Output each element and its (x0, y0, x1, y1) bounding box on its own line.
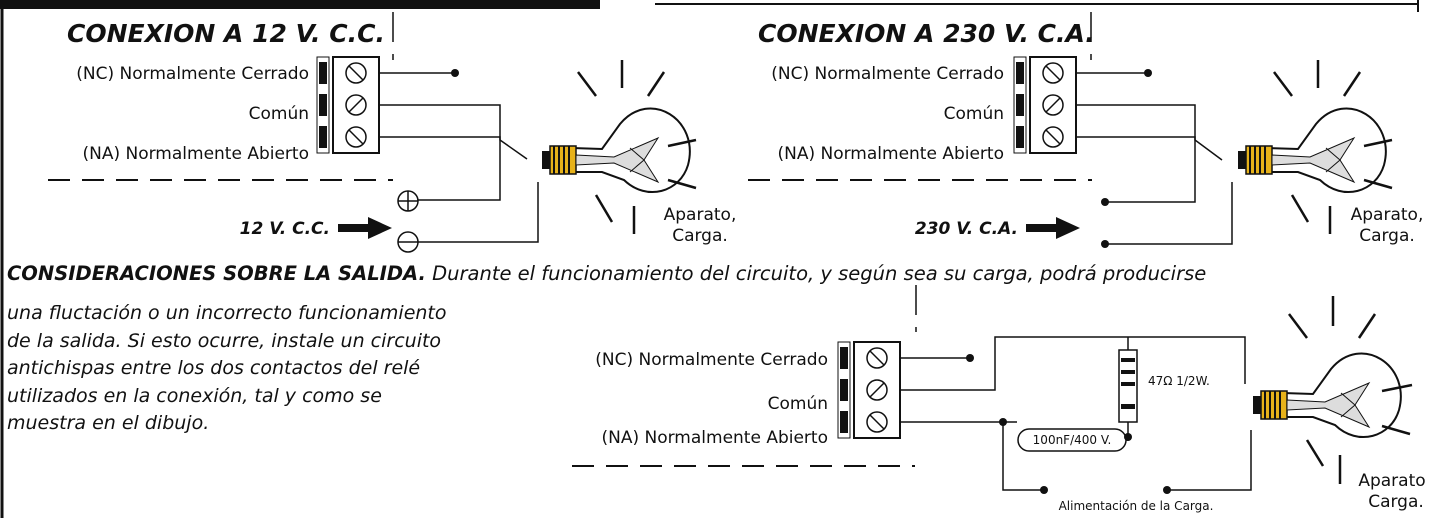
section2-common-label: Común (944, 104, 1004, 124)
section1-common-label: Común (249, 104, 309, 124)
section2-rays (1273, 60, 1393, 234)
section3-rays (1288, 296, 1413, 484)
considerations-line: una fluctación o un incorrecto funcionam… (7, 302, 447, 324)
considerations-line1: Durante el funcionamiento del circuito, … (425, 262, 1207, 285)
section2-na-label: (NA) Normalmente Abierto (777, 144, 1004, 164)
section3-supply-label: Alimentación de la Carga. (1059, 499, 1214, 513)
section2-load-label-2: Carga. (1359, 226, 1415, 246)
considerations-heading-line: CONSIDERACIONES SOBRE LA SALIDA. Durante… (7, 262, 1206, 285)
considerations-heading: CONSIDERACIONES SOBRE LA SALIDA. (7, 262, 426, 285)
section1-bulb-icon (541, 107, 691, 194)
section3-load-label-2: Carga. (1368, 492, 1424, 512)
section1-title: CONEXION A 12 V. C.C. (67, 19, 385, 48)
header-bar-left (0, 0, 600, 9)
considerations-line: antichispas entre los dos contactos del … (7, 357, 421, 379)
section3-bulb-icon (1252, 352, 1402, 439)
section2-arrow-icon (1026, 217, 1080, 239)
section1-load-label-2: Carga. (672, 226, 728, 246)
section3-na-label: (NA) Normalmente Abierto (601, 428, 828, 448)
section3-load-label-1: Aparato (1358, 471, 1425, 491)
section1-nc-label: (NC) Normalmente Cerrado (76, 64, 309, 84)
section1-terminal-block (316, 56, 380, 154)
considerations-line: muestra en el dibujo. (7, 412, 210, 434)
section1-rays (577, 60, 697, 234)
section1-na-label: (NA) Normalmente Abierto (82, 144, 309, 164)
considerations-line: de la salida. Si esto ocurre, instale un… (7, 329, 442, 352)
section2-bulb-icon (1237, 107, 1387, 194)
section3-common-label: Común (768, 394, 828, 414)
section2-nc-label: (NC) Normalmente Cerrado (771, 64, 1004, 84)
considerations-line: utilizados en la conexión, tal y como se (7, 384, 382, 407)
resistor-label: 47Ω 1/2W. (1148, 374, 1210, 388)
section3-terminal-block (837, 341, 901, 439)
section2-supply-label: 230 V. C.A. (915, 219, 1018, 239)
section3-nc-label: (NC) Normalmente Cerrado (595, 350, 828, 370)
section1-supply-label: 12 V. C.C. (240, 219, 330, 239)
section1-load-label-1: Aparato, (664, 205, 737, 225)
section2-terminal-block (1013, 56, 1077, 154)
section2-load-label-1: Aparato, (1351, 205, 1424, 225)
capacitor-label: 100nF/400 V. (1033, 433, 1112, 447)
section2-title: CONEXION A 230 V. C.A. (758, 19, 1095, 48)
considerations-body: una fluctación o un incorrecto funcionam… (7, 300, 447, 438)
section1-arrow-icon (338, 217, 392, 239)
